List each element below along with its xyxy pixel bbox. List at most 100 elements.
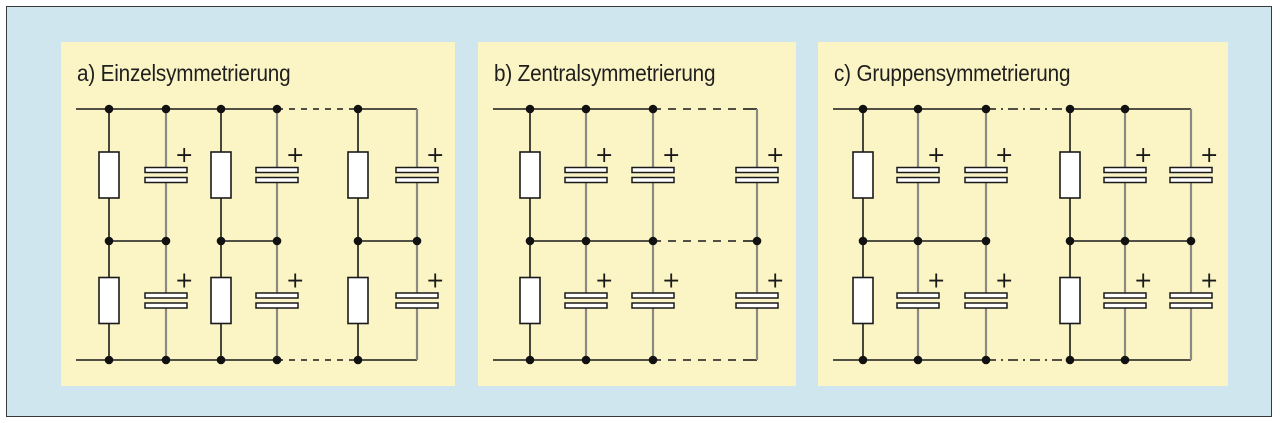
junction-node — [981, 355, 991, 365]
capacitor-polarity-label: + — [1200, 143, 1218, 168]
circuit-diagram: ++++++ — [76, 104, 444, 365]
junction-node — [581, 104, 591, 114]
capacitor-plate-negative — [1169, 176, 1213, 184]
resistor-symbol — [210, 276, 232, 325]
junction-node — [104, 355, 114, 365]
junction-node — [104, 104, 114, 114]
capacitor-plate-positive — [631, 166, 675, 174]
capacitor-polarity-label: + — [927, 143, 945, 168]
circuit-diagram: ++++++ — [493, 104, 784, 365]
junction-node — [1065, 104, 1075, 114]
junction-node — [272, 355, 282, 365]
capacitor-plate-negative — [395, 176, 439, 184]
capacitor-polarity-label: + — [995, 269, 1013, 294]
capacitor-plate-negative — [564, 176, 608, 184]
capacitor-plate-positive — [395, 166, 439, 174]
capacitor-plate-negative — [735, 302, 779, 309]
capacitor-polarity-label: + — [1134, 143, 1152, 168]
junction-node — [412, 236, 422, 246]
capacitor-polarity-label: + — [286, 269, 304, 294]
junction-node — [1065, 236, 1075, 246]
junction-node — [648, 236, 658, 246]
capacitor-plate-positive — [255, 166, 299, 174]
junction-node — [525, 104, 535, 114]
capacitor-plate-positive — [564, 292, 608, 299]
capacitor-polarity-label: + — [766, 143, 784, 168]
capacitor-polarity-label: + — [175, 269, 193, 294]
junction-node — [216, 236, 226, 246]
panel-central-balancing: b) Zentralsymmetrierung ++++++ — [478, 42, 796, 386]
capacitor-plate-positive — [1103, 166, 1147, 174]
junction-node — [161, 236, 171, 246]
capacitor-polarity-label: + — [1134, 269, 1152, 294]
junction-node — [913, 236, 923, 246]
capacitor-polarity-label: + — [1200, 269, 1218, 294]
resistor-symbol — [210, 151, 232, 199]
capacitor-plate-positive — [144, 166, 188, 174]
junction-node — [648, 104, 658, 114]
resistor-symbol — [1059, 276, 1081, 325]
junction-node — [648, 355, 658, 365]
junction-node — [216, 104, 226, 114]
capacitor-plate-negative — [144, 176, 188, 184]
capacitor-plate-positive — [964, 166, 1008, 174]
capacitor-polarity-label: + — [995, 143, 1013, 168]
capacitor-polarity-label: + — [175, 143, 193, 168]
capacitor-polarity-label: + — [927, 269, 945, 294]
capacitor-plate-negative — [631, 176, 675, 184]
junction-node — [981, 236, 991, 246]
panel-group-balancing: c) Gruppensymmetrierung ++++++++ — [818, 42, 1228, 386]
capacitor-plate-negative — [255, 176, 299, 184]
junction-node — [1120, 236, 1130, 246]
junction-node — [353, 104, 363, 114]
resistor-symbol — [852, 151, 874, 199]
capacitor-plate-negative — [564, 302, 608, 309]
resistor-symbol — [519, 151, 541, 199]
junction-node — [272, 236, 282, 246]
capacitor-plate-negative — [896, 302, 940, 309]
junction-node — [1065, 355, 1075, 365]
junction-node — [913, 355, 923, 365]
capacitor-polarity-label: + — [595, 269, 613, 294]
capacitor-plate-positive — [144, 292, 188, 299]
junction-node — [525, 355, 535, 365]
resistor-symbol — [98, 151, 120, 199]
panel-title: b) Zentralsymmetrierung — [494, 60, 716, 86]
capacitor-plate-negative — [735, 176, 779, 184]
capacitor-plate-negative — [144, 302, 188, 309]
capacitor-plate-negative — [631, 302, 675, 309]
capacitor-polarity-label: + — [766, 269, 784, 294]
junction-node — [216, 355, 226, 365]
capacitor-plate-positive — [1169, 292, 1213, 299]
capacitor-plate-negative — [964, 302, 1008, 309]
capacitor-plate-negative — [255, 302, 299, 309]
junction-node — [858, 236, 868, 246]
capacitor-plate-positive — [896, 166, 940, 174]
capacitor-plate-negative — [1103, 176, 1147, 184]
capacitor-plate-negative — [1169, 302, 1213, 309]
resistor-symbol — [1059, 151, 1081, 199]
capacitor-plate-negative — [1103, 302, 1147, 309]
resistor-symbol — [852, 276, 874, 325]
capacitor-plate-positive — [1169, 166, 1213, 174]
junction-node — [1120, 355, 1130, 365]
resistor-symbol — [347, 276, 369, 325]
junction-node — [981, 104, 991, 114]
capacitor-plate-positive — [631, 292, 675, 299]
capacitor-polarity-label: + — [662, 143, 680, 168]
resistor-symbol — [98, 276, 120, 325]
junction-node — [272, 104, 282, 114]
junction-node — [913, 104, 923, 114]
junction-node — [581, 236, 591, 246]
junction-node — [1186, 236, 1196, 246]
junction-node — [752, 236, 762, 246]
capacitor-plate-positive — [395, 292, 439, 299]
junction-node — [525, 236, 535, 246]
capacitor-plate-negative — [964, 176, 1008, 184]
junction-node — [581, 355, 591, 365]
junction-node — [161, 104, 171, 114]
junction-node — [353, 355, 363, 365]
resistor-symbol — [519, 276, 541, 325]
capacitor-plate-positive — [735, 166, 779, 174]
